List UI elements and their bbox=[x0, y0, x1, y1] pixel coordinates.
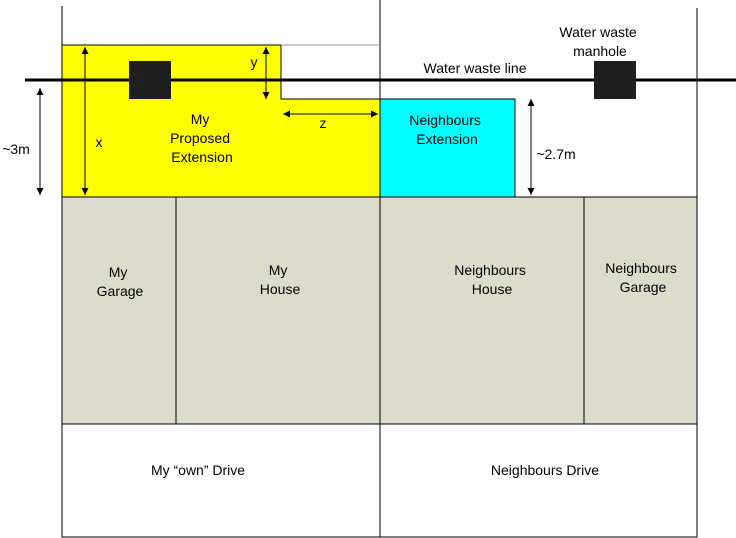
water-waste-manhole-label: Water waste manhole bbox=[559, 24, 640, 59]
my-manhole bbox=[129, 61, 171, 99]
neighbours-drive bbox=[379, 423, 698, 538]
neighbours-extension-label: Neighbours Extension bbox=[409, 112, 485, 147]
my-house-label: My House bbox=[260, 262, 301, 297]
water-waste-manhole bbox=[594, 61, 636, 99]
neighbours-garage-label: Neighbours Garage bbox=[605, 260, 681, 295]
neighbours-house-label: Neighbours House bbox=[454, 262, 530, 297]
neighbours-extension bbox=[379, 98, 516, 198]
my-house bbox=[175, 196, 381, 425]
neighbours-house bbox=[379, 196, 585, 425]
my-proposed-extension bbox=[61, 44, 381, 198]
dimension-2-7m-label: ~2.7m bbox=[536, 146, 575, 162]
dimension-3m-label: ~3m bbox=[2, 141, 30, 157]
my-drive bbox=[61, 423, 381, 538]
dimension-z-label: z bbox=[320, 115, 327, 131]
neighbours-drive-label: Neighbours Drive bbox=[491, 462, 599, 478]
dimension-y-label: y bbox=[251, 54, 258, 70]
my-proposed-extension-label: My Proposed Extension bbox=[170, 111, 234, 165]
water-waste-line-label: Water waste line bbox=[424, 60, 527, 76]
my-drive-label: My “own” Drive bbox=[151, 462, 245, 478]
neighbours-garage bbox=[583, 196, 698, 425]
my-garage bbox=[61, 196, 177, 425]
my-garage-label: My Garage bbox=[97, 264, 144, 299]
dimension-x-label: x bbox=[96, 134, 103, 150]
